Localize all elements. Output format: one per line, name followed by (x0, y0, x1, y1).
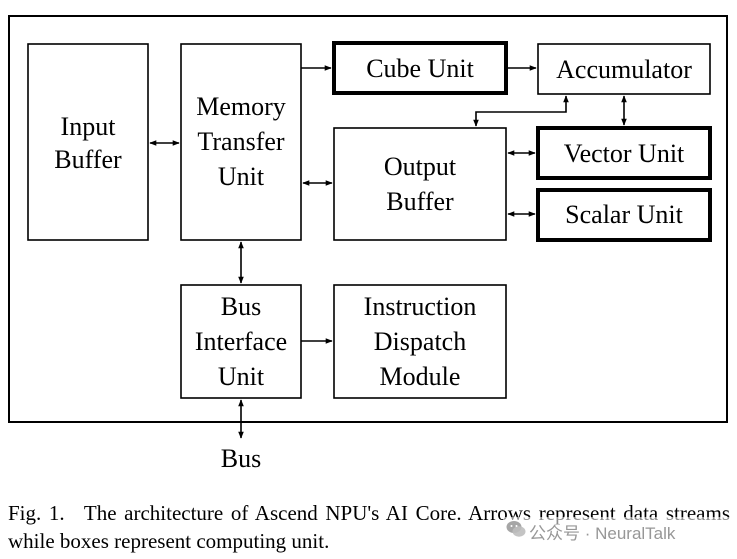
accumulator-box (537, 43, 711, 95)
watermark-text: 公众号 · NeuralTalk (529, 524, 676, 543)
cube-unit-label: Cube Unit (366, 54, 474, 83)
output-buffer-label-2: Buffer (386, 187, 454, 216)
wechat-icon (506, 521, 526, 537)
input-buffer-label: Input (61, 112, 117, 141)
memory-transfer-unit-box (180, 43, 302, 241)
bus-label: Bus (221, 444, 261, 473)
input-buffer-box (27, 43, 149, 241)
input-buffer-label-2: Buffer (54, 145, 122, 174)
instruction-dispatch-label-2: Dispatch (374, 327, 466, 356)
cube-unit-box (332, 41, 508, 95)
bus-interface-label: Bus (221, 292, 261, 321)
output-buffer-label: Output (384, 152, 457, 181)
instruction-dispatch-module-box (333, 284, 507, 399)
memory-transfer-label-2: Transfer (197, 127, 284, 156)
accumulator-label: Accumulator (556, 55, 692, 84)
arrow-accumulator-output (473, 95, 569, 127)
bus-interface-label-2: Interface (195, 327, 287, 356)
instruction-dispatch-label-3: Module (380, 362, 461, 391)
bus-interface-label-3: Unit (218, 362, 265, 391)
memory-transfer-label-3: Unit (218, 162, 265, 191)
scalar-unit-label: Scalar Unit (565, 200, 683, 229)
ai-core-frame (8, 15, 728, 423)
scalar-unit-box (536, 188, 712, 242)
vector-unit-label: Vector Unit (564, 139, 685, 168)
watermark: 公众号 · NeuralTalk (503, 517, 733, 543)
output-buffer-box (333, 127, 507, 241)
figure-number: Fig. 1. (8, 501, 65, 525)
instruction-dispatch-label: Instruction (364, 292, 477, 321)
bus-interface-unit-box (180, 284, 302, 399)
vector-unit-box (536, 126, 712, 180)
memory-transfer-label: Memory (196, 92, 286, 121)
